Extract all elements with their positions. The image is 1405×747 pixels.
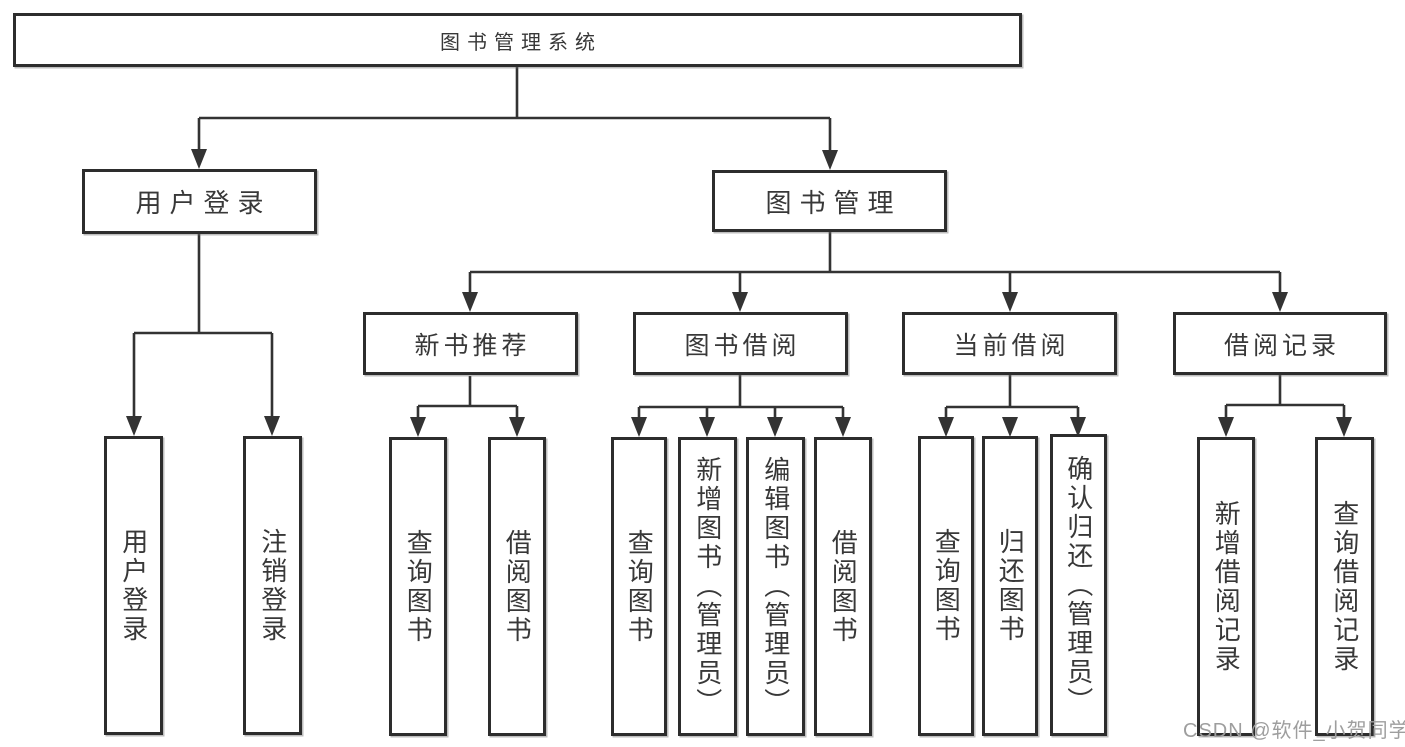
leaf-user-login-label: 用户登录 [118,527,149,644]
leaf-borrow-query-books-label: 查询图书 [624,528,655,645]
node-user-login-label: 用户登录 [135,188,272,218]
leaf-records-query-record-label: 查询借阅记录 [1329,499,1360,674]
leaf-current-return-books-label: 归还图书 [995,528,1026,644]
leaf-current-confirm-return: 确认归还（管理员） [1050,434,1107,736]
node-book-borrow-label: 图书借阅 [684,331,801,360]
leaf-borrow-query-books: 查询图书 [611,437,667,736]
leaf-logout-label: 注销登录 [257,527,288,644]
leaf-recommend-borrow-books: 借阅图书 [488,437,546,736]
node-new-book-recommend-label: 新书推荐 [414,331,531,360]
leaf-current-confirm-return-label: 确认归还（管理员） [1063,454,1094,716]
leaf-records-add-record: 新增借阅记录 [1197,437,1255,736]
leaf-recommend-query-books: 查询图书 [389,437,447,736]
node-book-management: 图书管理 [712,170,947,232]
leaf-current-query-books: 查询图书 [918,436,974,736]
node-borrow-records-label: 借阅记录 [1223,331,1340,360]
leaf-recommend-query-books-label: 查询图书 [403,528,434,645]
leaf-current-query-books-label: 查询图书 [931,528,962,644]
node-current-borrow: 当前借阅 [902,312,1117,375]
node-root-label: 图书管理系统 [440,31,602,54]
node-root: 图书管理系统 [13,13,1022,67]
node-new-book-recommend: 新书推荐 [363,312,578,375]
leaf-recommend-borrow-books-label: 借阅图书 [502,528,533,645]
node-borrow-records: 借阅记录 [1173,312,1387,375]
leaf-borrow-add-books: 新增图书（管理员） [678,437,737,736]
leaf-borrow-add-books-label: 新增图书（管理员） [692,456,723,717]
node-current-borrow-label: 当前借阅 [953,331,1070,360]
leaf-current-return-books: 归还图书 [982,436,1038,736]
leaf-borrow-borrow-books: 借阅图书 [814,437,872,736]
leaf-borrow-edit-books: 编辑图书（管理员） [746,437,805,736]
leaf-user-login: 用户登录 [104,436,163,735]
leaf-records-add-record-label: 新增借阅记录 [1211,499,1242,674]
csdn-watermark: CSDN @软件_小贺同学 [1183,720,1405,742]
node-user-login: 用户登录 [82,169,317,234]
leaf-records-query-record: 查询借阅记录 [1315,437,1374,736]
leaf-logout: 注销登录 [243,436,302,735]
leaf-borrow-borrow-books-label: 借阅图书 [828,528,859,645]
leaf-borrow-edit-books-label: 编辑图书（管理员） [760,456,791,717]
node-book-borrow: 图书借阅 [633,312,848,375]
node-book-management-label: 图书管理 [765,187,902,218]
